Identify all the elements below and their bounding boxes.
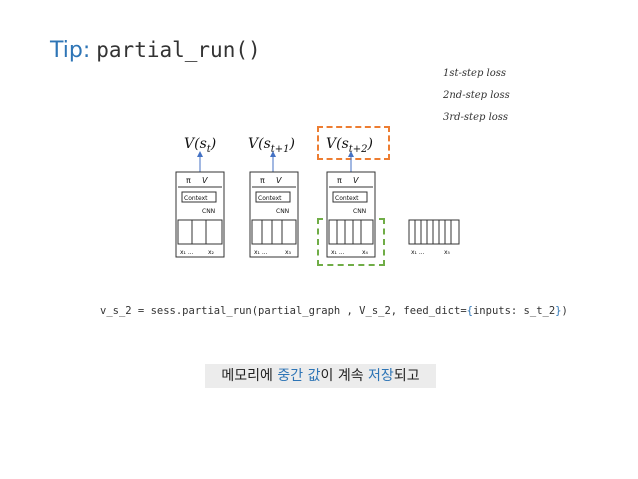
svg-text:x₁ ...: x₁ ... (254, 249, 268, 256)
v-label-3: V (353, 176, 359, 185)
svg-text:x₂: x₂ (208, 249, 215, 256)
cnn-label-1: CNN (202, 208, 215, 215)
context-label-3: Context (335, 195, 359, 202)
pi-label-3: π (337, 176, 342, 185)
svg-text:x₅: x₅ (444, 249, 451, 256)
loss-2: 2nd-step loss (443, 90, 510, 101)
value-label-t: V(st) (184, 136, 217, 155)
svg-text:x₁ ...: x₁ ... (411, 249, 425, 256)
title-function: partial_run() (96, 38, 261, 62)
slide-title: Tip:partial_run() (50, 38, 261, 63)
v-label-2: V (276, 176, 282, 185)
loss-3: 3rd-step loss (443, 112, 509, 123)
network-block-3: π V Context CNN x₁ ... x₄ (326, 171, 376, 258)
svg-text:x₄: x₄ (362, 249, 369, 256)
cnn-label-2: CNN (276, 208, 289, 215)
pi-label-2: π (260, 176, 265, 185)
context-label-1: Context (184, 195, 208, 202)
context-label-2: Context (258, 195, 282, 202)
network-block-2: π V Context CNN x₁ ... x₃ (249, 171, 299, 258)
svg-text:x₁ ...: x₁ ... (180, 249, 194, 256)
loss-1: 1st-step loss (443, 68, 507, 79)
pi-label-1: π (186, 176, 191, 185)
code-line: v_s_2 = sess.partial_run(partial_graph ,… (100, 305, 568, 317)
value-label-t2: V(st+2) (326, 136, 373, 155)
svg-text:x₃: x₃ (285, 249, 292, 256)
tip-label: Tip: (50, 38, 91, 63)
cnn-label-3: CNN (353, 208, 366, 215)
highlight-v-t2-box (317, 126, 390, 160)
memory-note: 메모리에 중간 값이 계속 저장되고 (205, 364, 436, 388)
svg-text:x₁ ...: x₁ ... (331, 249, 345, 256)
v-label-1: V (202, 176, 208, 185)
future-input-block: x₁ ... x₅ (408, 219, 460, 256)
network-block-1: π V Context CNN x₁ ... x₂ (175, 171, 225, 258)
value-label-t1: V(st+1) (248, 136, 295, 155)
